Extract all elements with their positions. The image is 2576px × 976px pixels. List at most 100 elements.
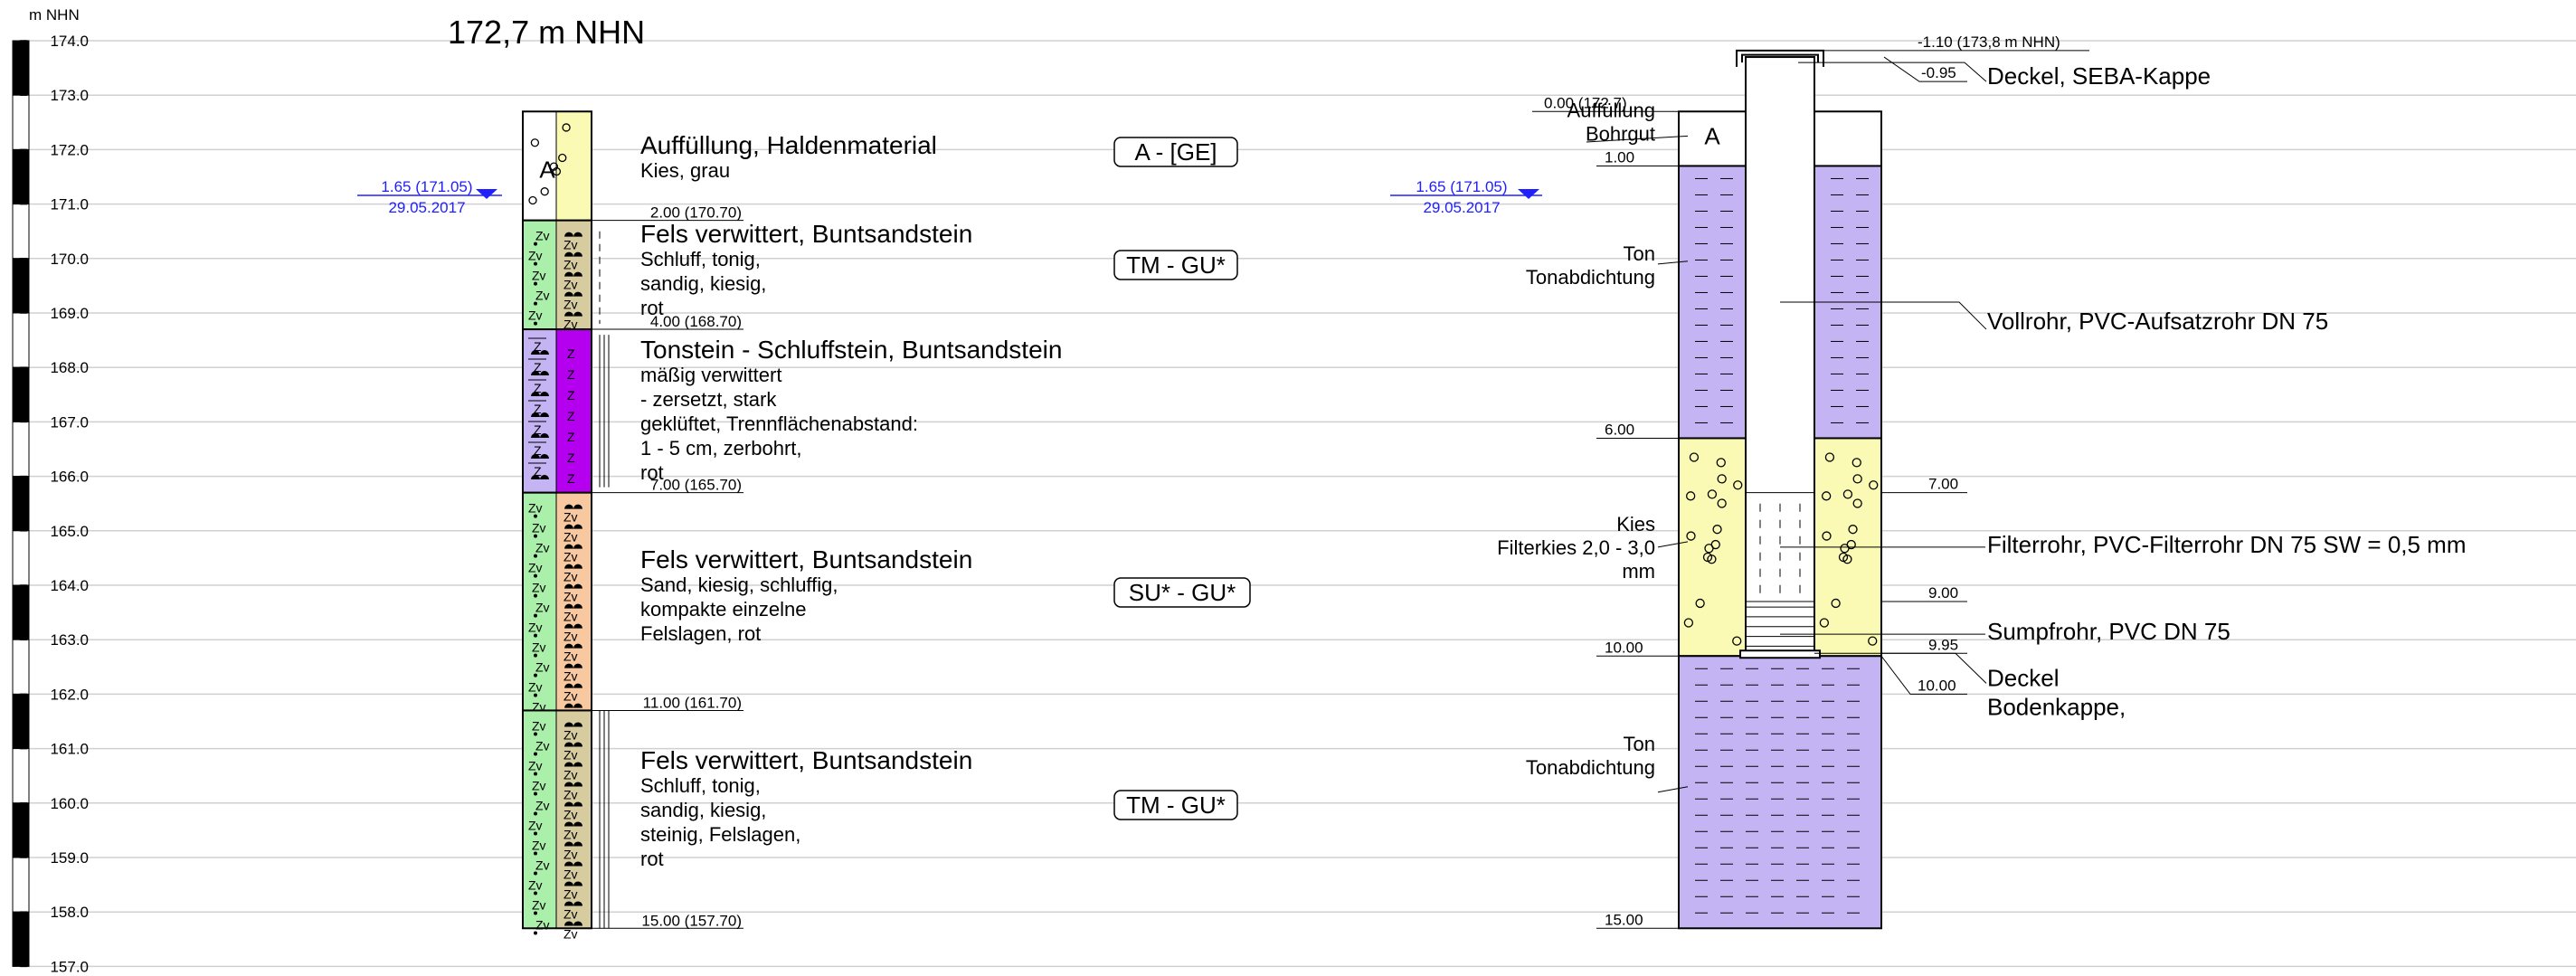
well-depth-label: 1.00 [1605, 148, 1634, 166]
scale-tick-label: 170.0 [50, 251, 89, 268]
layer-title: Fels verwittert, Buntsandstein [640, 220, 972, 248]
svg-text:Zv: Zv [535, 229, 550, 243]
layer-description-line: Schluff, tonig, [640, 774, 761, 797]
svg-text:Zv: Zv [564, 630, 578, 644]
svg-text:Zv: Zv [564, 767, 578, 782]
annotation-filterrohr: Filterrohr, PVC-Filterrohr DN 75 SW = 0,… [1780, 531, 2467, 558]
well-top-label: 0.00 (172,7) [1544, 94, 1627, 111]
well-right-depth: 9.95 [1928, 636, 1958, 653]
scale-bar-segment [12, 148, 30, 205]
layer-description-line: rot [640, 848, 664, 870]
svg-text:Zv: Zv [535, 858, 550, 872]
svg-text:Zv: Zv [532, 897, 546, 912]
svg-text:Zv: Zv [535, 541, 550, 555]
svg-text:Zv: Zv [528, 501, 543, 516]
layer-description-line: Kies, grau [640, 159, 730, 182]
svg-text:Zv: Zv [532, 838, 546, 852]
layer-title: Fels verwittert, Buntsandstein [640, 545, 972, 573]
soil-group-badge [1113, 137, 1238, 167]
layer-title: Fels verwittert, Buntsandstein [640, 746, 972, 774]
svg-text:Zv: Zv [564, 550, 578, 564]
svg-text:Zv: Zv [528, 818, 543, 832]
annotation-text: Deckel [1987, 664, 2059, 691]
svg-text:Zv: Zv [528, 308, 543, 323]
scale-tick-label: 167.0 [50, 413, 89, 431]
layer-description-line: sandig, kiesig, [640, 272, 766, 295]
layer-description-line: steinig, Felslagen, [640, 823, 800, 846]
svg-text:Z: Z [567, 430, 575, 444]
soil-group-label: SU* - GU* [1129, 579, 1236, 606]
scale-tick-label: 171.0 [50, 196, 89, 213]
well-labels: 1.00AuffüllungBohrgut6.00TonTonabdichtun… [1497, 33, 2089, 929]
svg-text:Z: Z [534, 402, 542, 416]
layer-description-line: 1 - 5 cm, zerbohrt, [640, 437, 802, 460]
well-diagram: 1.00AuffüllungBohrgut6.00TonTonabdichtun… [1390, 33, 2467, 930]
svg-text:Zv: Zv [532, 718, 546, 733]
svg-text:Zv: Zv [564, 867, 578, 881]
scale-tick-label: 160.0 [50, 795, 89, 812]
scale-tick-label: 166.0 [50, 469, 89, 486]
well-depth-label: 15.00 [1605, 911, 1643, 928]
scale-bar-segment [12, 911, 30, 967]
annotation-text: Sumpfrohr, PVC DN 75 [1987, 618, 2230, 645]
well-pipe [1736, 49, 1824, 659]
svg-text:Zv: Zv [564, 590, 578, 604]
layer-description-line: Schluff, tonig, [640, 248, 761, 270]
svg-text:Zv: Zv [535, 289, 550, 303]
scale-tick-label: 165.0 [50, 523, 89, 540]
scale-bar-segment [12, 40, 30, 96]
svg-text:Zv: Zv [564, 689, 578, 704]
svg-text:Zv: Zv [532, 640, 546, 655]
layer-description-line: - zersetzt, stark [640, 388, 777, 411]
scale-bar-segment [12, 476, 30, 532]
layer-boundary-label: 4.00 (168.70) [650, 313, 742, 330]
annotation-sumpfrohr: Sumpfrohr, PVC DN 75 [1780, 618, 2230, 645]
well-annulus-fill [1678, 110, 1882, 930]
scale-bar-segment [12, 204, 30, 260]
scale-tick-label: 159.0 [50, 849, 89, 867]
svg-text:Zv: Zv [528, 877, 543, 892]
svg-text:Zv: Zv [564, 669, 578, 684]
scale-tick-label: 173.0 [50, 87, 89, 104]
scale-tick-label: 169.0 [50, 305, 89, 322]
scale-bar-segment [12, 421, 30, 478]
well-fill-letter: A [1704, 122, 1720, 149]
well-depth-label: 6.00 [1605, 421, 1634, 438]
svg-text:Zv: Zv [535, 738, 550, 753]
scale-unit-label: m NHN [29, 6, 80, 24]
layer-description-line: sandig, kiesig, [640, 799, 766, 821]
well-groundwater-depth: 1.65 (171.05) [1416, 178, 1507, 195]
annotation-text: Deckel, SEBA-Kappe [1987, 62, 2211, 90]
scale-tick-labels: 174.0173.0172.0171.0170.0169.0168.0167.0… [20, 33, 89, 975]
scale-bar-segment [12, 584, 30, 640]
svg-text:Zv: Zv [535, 917, 550, 932]
scale-tick-label: 163.0 [50, 631, 89, 649]
svg-text:Zv: Zv [564, 747, 578, 762]
well-fill-segment [1678, 655, 1882, 930]
bottom-cap-icon [1739, 649, 1821, 659]
soil-group-badge [1113, 577, 1251, 608]
well-material-label: Tonabdichtung [1526, 756, 1655, 779]
soil-group-label: TM - GU* [1126, 791, 1226, 819]
elevation-scale: m NHN 174.0173.0172.0171.0170.0169.0168.… [12, 6, 89, 975]
scale-bar-segment [12, 530, 30, 586]
groundwater-triangle-icon [476, 189, 497, 199]
profile-groundwater-depth: 1.65 (171.05) [381, 178, 472, 195]
well-right-depth: -0.95 [1921, 64, 1956, 81]
profile-layer-D: ZvZvZvZvZvZvZvZvZvZvZvZvZvZvZvZvZvZvZvZv… [522, 491, 592, 724]
annotation-text: Vollrohr, PVC-Aufsatzrohr DN 75 [1987, 308, 2328, 335]
svg-text:Z: Z [534, 464, 542, 479]
profile-layer-letter: A [539, 156, 555, 183]
scale-tick-label: 161.0 [50, 741, 89, 758]
layer-boundary-label: 7.00 (165.70) [650, 477, 742, 494]
svg-text:Z: Z [567, 367, 575, 382]
well-right-depth: 10.00 [1918, 677, 1956, 694]
top-cap-icon [1736, 49, 1824, 67]
svg-text:Zv: Zv [564, 807, 578, 821]
layer-description-line: geklüftet, Trennflächenabstand: [640, 412, 918, 435]
well-groundwater: 1.65 (171.05) 29.05.2017 [1390, 178, 1542, 216]
annotation-vollrohr: Vollrohr, PVC-Aufsatzrohr DN 75 [1780, 301, 2328, 335]
layer-title: Auffüllung, Haldenmaterial [640, 131, 937, 159]
groundwater-triangle-icon [1518, 189, 1539, 199]
